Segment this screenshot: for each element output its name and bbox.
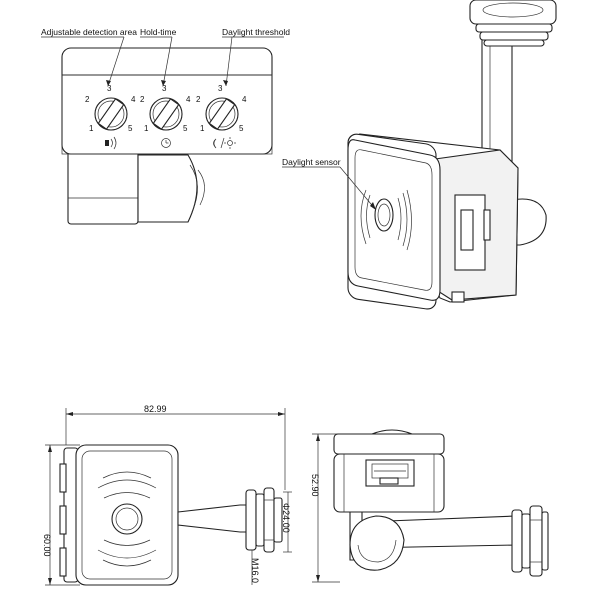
knob3-scale-2: 2 [196,95,201,104]
knob1-scale-4: 4 [131,95,136,104]
dim-height-side: 52.90 [310,474,320,497]
label-hold-time: Hold-time [140,27,177,37]
knob1-scale-1: 1 [89,124,94,133]
knob2-scale-1: 1 [144,124,149,133]
knob2-scale-3: 3 [162,84,167,93]
knob1-scale-2: 2 [85,95,90,104]
side-view: 52.90 [310,429,549,583]
knob2-scale-5: 5 [183,124,188,133]
clock-icon [161,138,171,148]
dim-height-front: 60.00 [42,534,52,557]
dim-thread: M16.0 [250,558,260,583]
knob3-scale-1: 1 [200,124,205,133]
detection-area-knob[interactable] [94,97,128,131]
daylight-threshold-knob[interactable] [205,97,239,131]
knob3-scale-5: 5 [239,124,244,133]
label-daylight-sensor: Daylight sensor [282,157,341,167]
hold-time-knob[interactable] [149,97,183,131]
knob3-scale-4: 4 [242,95,247,104]
dim-diameter: Φ24.00 [281,503,291,533]
perspective-view: Daylight sensor [282,0,557,310]
detection-area-icon [105,136,117,150]
knob3-scale-3: 3 [218,84,223,93]
moon-sun-icon [213,137,236,149]
label-daylight-threshold: Daylight threshold [222,27,290,37]
knob2-scale-4: 4 [186,95,191,104]
knob1-scale-5: 5 [128,124,133,133]
label-adjustable-detection-area: Adjustable detection area [41,27,137,37]
dim-width: 82.99 [144,404,167,414]
front-view: 82.99 60.00 [42,404,292,586]
knob2-scale-2: 2 [140,95,145,104]
knob1-scale-3: 3 [107,84,112,93]
control-panel-view: 1 2 3 4 5 1 2 3 4 5 1 2 3 4 5 [41,27,290,225]
